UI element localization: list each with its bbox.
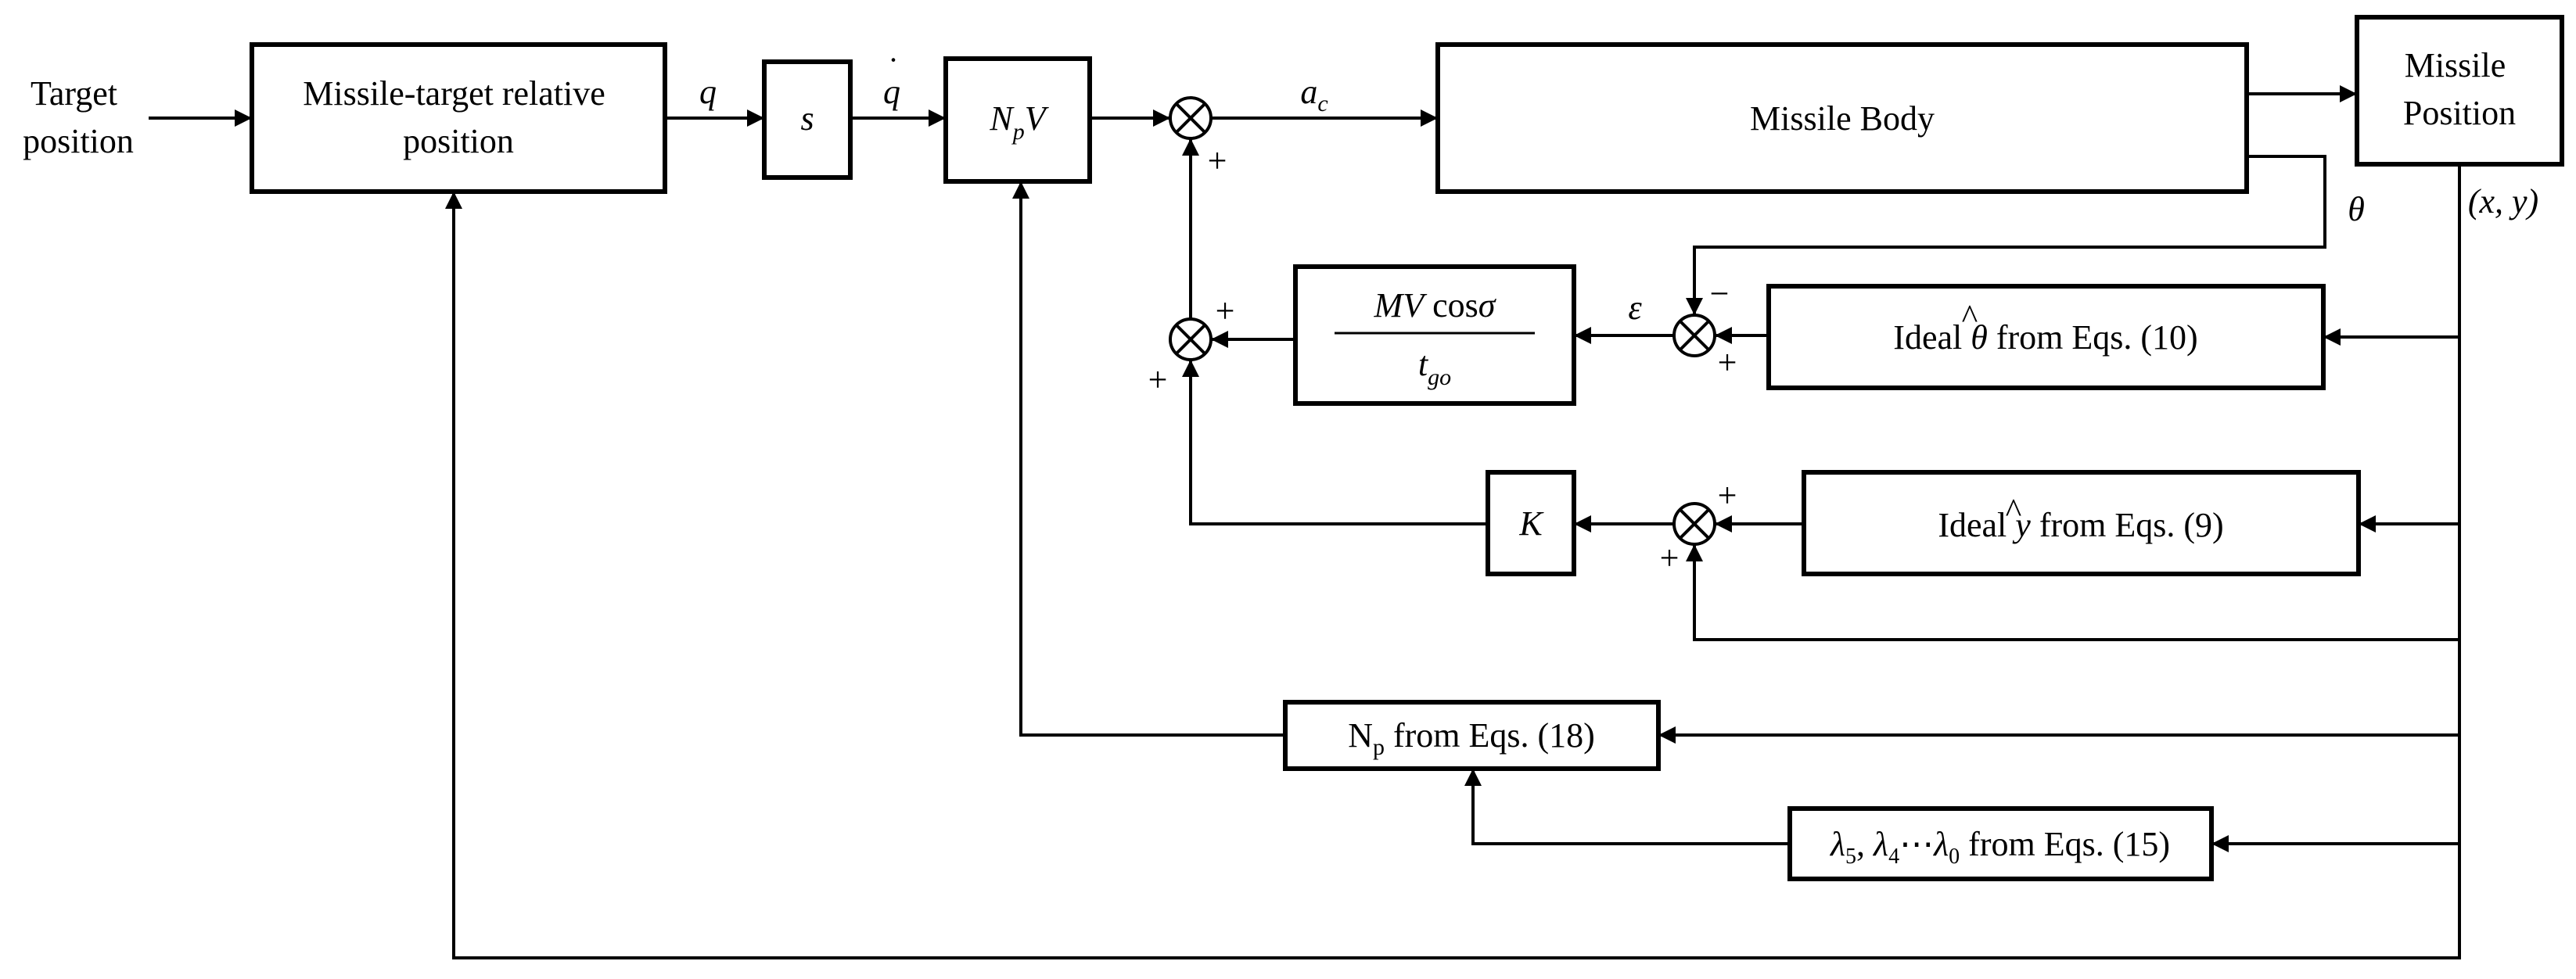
target-position-label: Target position: [23, 74, 134, 160]
signal-q-dot-label: q: [883, 73, 900, 111]
relative-position-block: [250, 42, 667, 194]
theta-feedback-line: [1686, 155, 2326, 315]
ideal-theta-label: Ideal θ from Eqs. (10): [1893, 318, 2197, 357]
signal-epsilon-label: ε: [1628, 289, 1642, 327]
ideal-y-block: [1802, 470, 2361, 576]
gain-k-label: K: [1518, 504, 1544, 543]
np-to-navgain-line: [1012, 181, 1285, 737]
sum1-bottom-sign: +: [1208, 142, 1227, 180]
signal-q-label: q: [699, 73, 717, 111]
sum-junction-3: [1672, 314, 1716, 357]
ideal-theta-hat: ^: [1962, 298, 1978, 336]
sum-junction-4: [1672, 502, 1716, 546]
sum2-top-sign: +: [1216, 292, 1235, 330]
ideal-theta-block: [1766, 284, 2326, 390]
differentiator-label: s: [800, 99, 814, 138]
k-to-sum2-line: [1182, 360, 1488, 525]
missile-body-label: Missile Body: [1750, 99, 1935, 138]
sum4-bottom-sign: +: [1660, 539, 1680, 577]
np-block-label: Np from Eqs. (18): [1348, 716, 1595, 760]
ideal-y-label: Ideal y from Eqs. (9): [1938, 506, 2223, 544]
sum2-left-sign: +: [1148, 360, 1168, 399]
position-bus-line: [445, 164, 2461, 959]
signal-q-dot-mark: ˙: [888, 51, 900, 89]
relative-position-label: Missile-target relative position: [303, 74, 614, 160]
missile-body-block: [1435, 42, 2249, 194]
bus-to-sum4-line: [1686, 544, 2459, 641]
lambda-block-label: λ5, λ4⋯λ0 from Eqs. (15): [1829, 825, 2170, 869]
sum4-top-sign: +: [1718, 476, 1737, 515]
signal-theta-label: θ: [2348, 190, 2365, 228]
angle-gain-numerator: MV cosσ: [1374, 286, 1497, 325]
missile-position-label: Missile Position: [2403, 46, 2516, 132]
signal-ac-label: ac: [1300, 73, 1328, 117]
ideal-y-hat: ^: [2006, 492, 2022, 530]
sum3-top-sign: −: [1710, 274, 1730, 313]
signal-xy-label: (x, y): [2468, 182, 2538, 221]
missile-position-block: [2355, 15, 2564, 167]
sum-junction-1: [1169, 96, 1213, 140]
angle-gain-denominator: tgo: [1418, 345, 1451, 390]
sum3-bottom-sign: +: [1718, 343, 1737, 382]
nav-gain-label: NpV: [989, 99, 1049, 145]
lambda-to-np-line: [1464, 769, 1790, 845]
sum-junction-2: [1169, 317, 1213, 361]
